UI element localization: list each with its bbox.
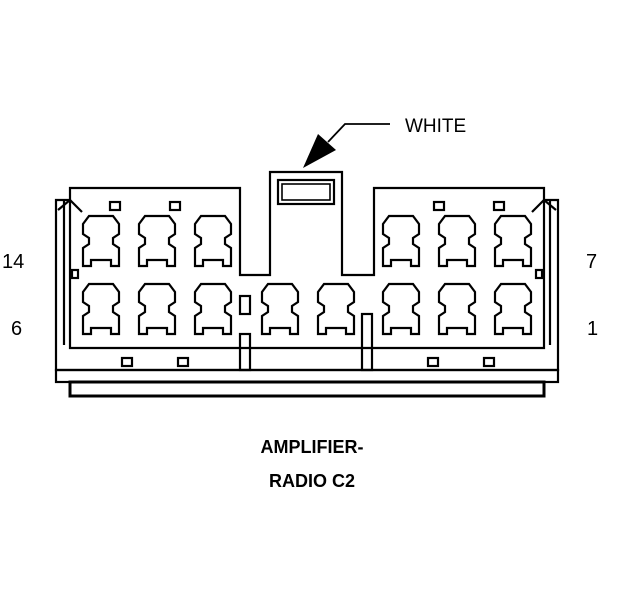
connector-caption-line1: AMPLIFIER- xyxy=(260,437,364,457)
callout-arrowhead xyxy=(303,134,336,168)
connector-base-rail xyxy=(54,368,560,384)
connector-caption-line2: RADIO C2 xyxy=(268,471,355,491)
terminal-cavity-top-6 xyxy=(493,214,533,268)
pin-label-14: 14 xyxy=(2,251,25,273)
pin-label-1: 1 xyxy=(587,318,599,340)
terminal-cavity-bottom-3 xyxy=(193,282,233,336)
terminal-cavity-top-4 xyxy=(381,214,421,268)
color-callout-label: WHITE xyxy=(405,116,467,137)
terminal-cavity-bottom-5 xyxy=(316,282,356,336)
connector-base-plate xyxy=(68,380,546,398)
polarizing-post-left xyxy=(238,332,252,372)
pin-label-6: 6 xyxy=(11,318,23,340)
connector-housing-inner xyxy=(68,200,546,350)
terminal-cavity-bottom-6 xyxy=(381,282,421,336)
latch-window xyxy=(276,178,336,206)
terminal-cavity-bottom-7 xyxy=(437,282,477,336)
terminal-cavity-bottom-4 xyxy=(260,282,300,336)
terminal-cavity-bottom-8 xyxy=(493,282,533,336)
polarizing-post-right xyxy=(360,312,374,372)
terminal-cavity-top-2 xyxy=(137,214,177,268)
callout-leader xyxy=(327,123,390,143)
connector-housing-outline xyxy=(54,170,560,372)
terminal-cavity-top-3 xyxy=(193,214,233,268)
terminal-cavity-top-1 xyxy=(81,214,121,268)
terminal-cavity-top-5 xyxy=(437,214,477,268)
polarizing-key xyxy=(238,294,252,316)
pin-label-7: 7 xyxy=(586,251,598,273)
terminal-cavity-bottom-1 xyxy=(81,282,121,336)
terminal-cavity-bottom-2 xyxy=(137,282,177,336)
